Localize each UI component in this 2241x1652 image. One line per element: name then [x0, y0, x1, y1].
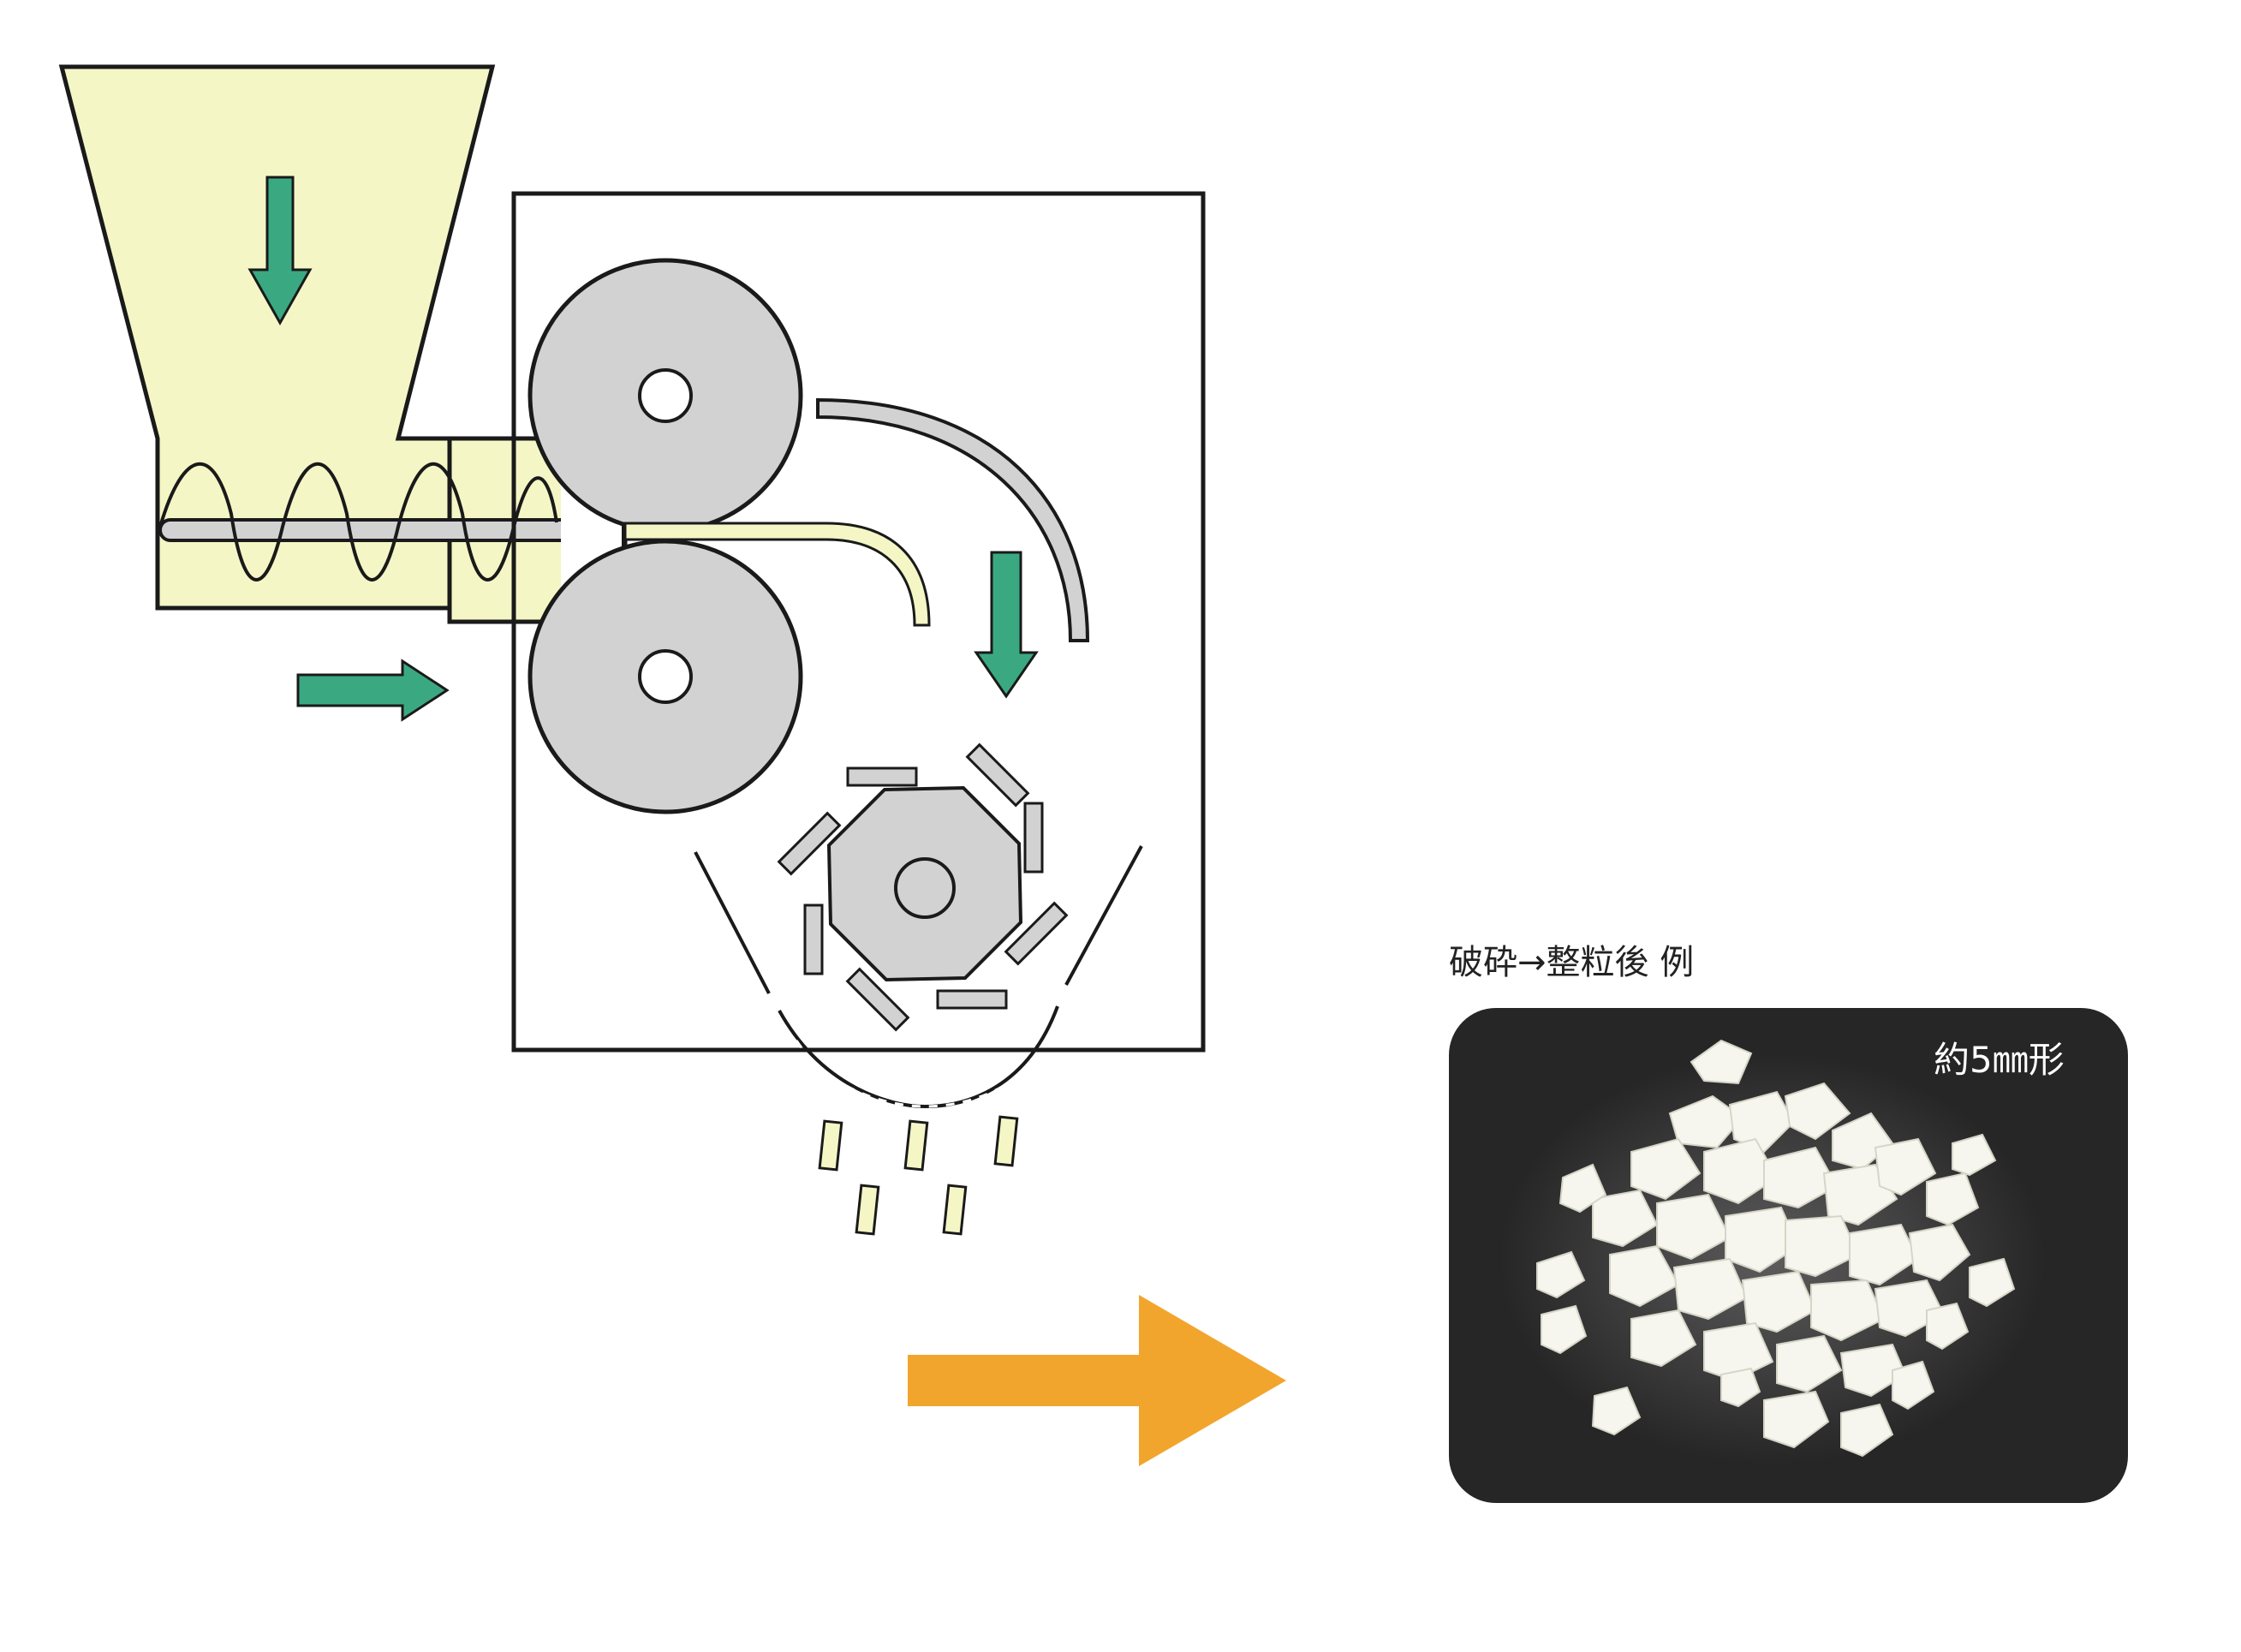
- rotor-blade: [1004, 901, 1069, 966]
- output-arrow: [908, 1295, 1286, 1466]
- falling-granule: [855, 1184, 880, 1236]
- granule-pile: [1536, 1039, 2016, 1458]
- machine-body: [511, 191, 1206, 1053]
- screen-mesh: [795, 1040, 1051, 1108]
- falling-granule: [818, 1119, 843, 1172]
- rotor-blade: [965, 743, 1030, 808]
- rotor-blade: [846, 766, 918, 787]
- falling-granule: [903, 1119, 929, 1172]
- rotor-blade: [845, 967, 910, 1032]
- roller-axle-top: [638, 368, 693, 423]
- falling-granules: [818, 1115, 1019, 1236]
- rotor-blade: [936, 989, 1008, 1010]
- rotor-blade: [1023, 802, 1044, 874]
- screw-shaft: [158, 518, 586, 542]
- arrow-icon: [247, 176, 1039, 722]
- falling-granule: [993, 1115, 1019, 1167]
- rotor-blade: [803, 904, 824, 975]
- caption: 破砕→整粒後 例: [1449, 943, 1694, 982]
- drop-down-arrow: [974, 551, 1039, 699]
- screen: [694, 845, 1143, 1109]
- crushed-sheet: [623, 522, 931, 627]
- granulator-rotor: [777, 743, 1069, 1032]
- feed-right-arrow: [296, 659, 450, 722]
- size-label: 約5㎜形: [1934, 1039, 2065, 1081]
- rotor-blade: [777, 811, 842, 876]
- feed-down-arrow: [247, 176, 313, 326]
- granule-photo: 約5㎜形: [1449, 1008, 2128, 1503]
- crushing-roller-top: [527, 258, 803, 534]
- rotor-blades: [777, 743, 1069, 1032]
- rotor-axle: [894, 857, 956, 919]
- crushing-roller-bottom: [527, 539, 803, 814]
- screw-conveyor: [158, 462, 586, 581]
- guide-plate: [816, 397, 1090, 642]
- falling-granule: [942, 1184, 968, 1236]
- roller-axle-bottom: [638, 649, 693, 704]
